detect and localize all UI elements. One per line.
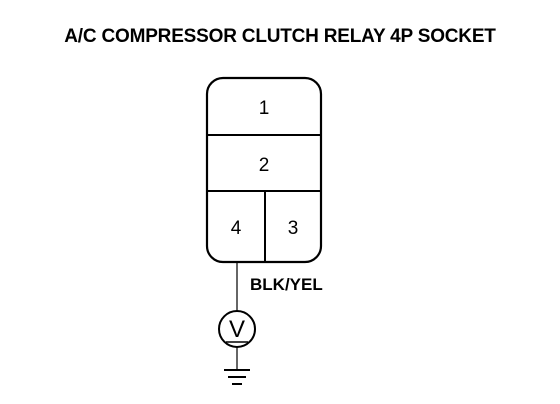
pin-4-label: 4 (231, 218, 242, 239)
pin-3-label: 3 (288, 218, 299, 239)
wire-color-label: BLK/YEL (250, 275, 323, 294)
pin-1-label: 1 (259, 98, 270, 119)
pin-2-label: 2 (259, 155, 270, 176)
ground-icon (224, 369, 250, 385)
voltmeter-symbol: V (229, 316, 245, 343)
voltmeter-icon: V (218, 310, 256, 348)
diagram-title: A/C COMPRESSOR CLUTCH RELAY 4P SOCKET (64, 26, 496, 47)
